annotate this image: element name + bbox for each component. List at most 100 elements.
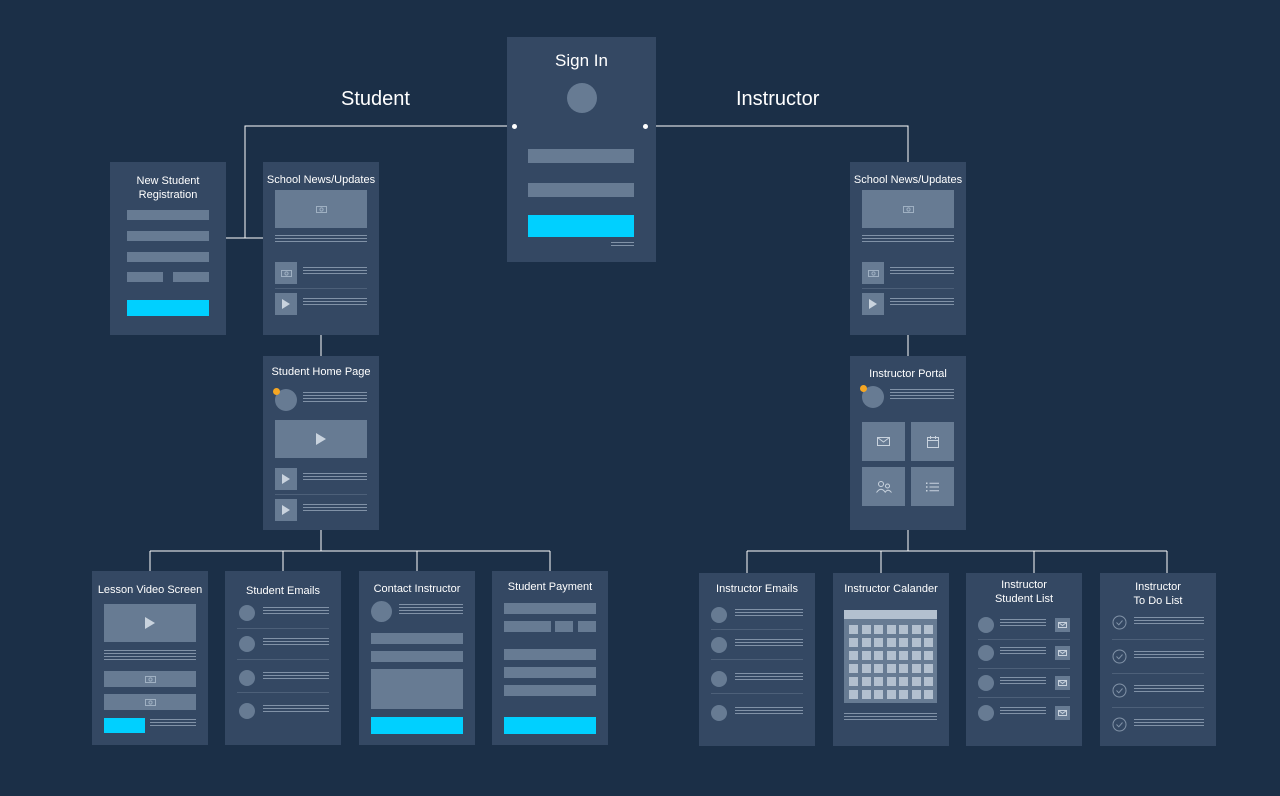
text-lines bbox=[263, 705, 329, 714]
avatar bbox=[862, 386, 884, 408]
text-lines bbox=[735, 639, 803, 648]
calendar-day-cell bbox=[899, 677, 908, 686]
calendar-day-cell bbox=[861, 638, 871, 647]
calendar-day-cell bbox=[849, 638, 858, 647]
text-lines bbox=[844, 713, 937, 722]
mail-icon bbox=[1058, 622, 1067, 628]
calendar-day-cell bbox=[886, 638, 896, 647]
divider bbox=[237, 692, 329, 693]
sign-in-screen[interactable]: Sign In bbox=[507, 37, 656, 262]
instructor-label: Instructor bbox=[736, 88, 820, 110]
instructor-calendar-screen[interactable]: Instructor Calander bbox=[833, 573, 949, 746]
text-lines bbox=[735, 673, 803, 682]
contact-instructor-screen[interactable]: Contact Instructor bbox=[359, 571, 475, 745]
avatar bbox=[711, 671, 727, 687]
mail-icon bbox=[1058, 710, 1067, 716]
mail-icon bbox=[877, 437, 890, 446]
calendar-day-cell bbox=[861, 690, 871, 699]
lesson-video-screen[interactable]: Lesson Video Screen bbox=[92, 571, 208, 745]
calendar-day-cell bbox=[911, 625, 921, 634]
play-icon bbox=[316, 433, 326, 445]
text-lines bbox=[263, 607, 329, 616]
divider bbox=[237, 659, 329, 660]
pay-button bbox=[504, 717, 596, 734]
form-field bbox=[371, 651, 463, 662]
mail-icon bbox=[1058, 680, 1067, 686]
avatar bbox=[239, 703, 255, 719]
calendar-day-cell bbox=[924, 625, 933, 634]
instructor-todo-list-screen[interactable]: Instructor To Do List bbox=[1100, 573, 1216, 746]
play-icon bbox=[145, 617, 155, 629]
calendar-day-cell bbox=[899, 651, 908, 660]
divider bbox=[275, 494, 367, 495]
calendar-day-cell bbox=[861, 651, 871, 660]
student-home-page-screen[interactable]: Student Home Page bbox=[263, 356, 379, 530]
instructor-portal-screen[interactable]: Instructor Portal bbox=[850, 356, 966, 530]
text-lines bbox=[890, 298, 954, 307]
text-lines bbox=[1000, 619, 1046, 628]
play-icon bbox=[282, 505, 290, 515]
instructor-student-list-screen[interactable]: Instructor Student List bbox=[966, 573, 1082, 746]
student-payment-screen[interactable]: Student Payment bbox=[492, 571, 608, 745]
camera-icon bbox=[902, 206, 914, 213]
text-lines bbox=[150, 719, 196, 728]
new-student-registration-screen[interactable]: New Student Registration bbox=[110, 162, 226, 335]
mail-button bbox=[1055, 646, 1070, 660]
check-circle-icon bbox=[1112, 717, 1127, 737]
instructor-emails-screen[interactable]: Instructor Emails bbox=[699, 573, 815, 746]
camera-icon bbox=[144, 699, 156, 706]
calendar-day-cell bbox=[886, 664, 896, 673]
screen-title: Instructor To Do List bbox=[1133, 581, 1183, 607]
avatar bbox=[978, 675, 994, 691]
calendar-day-cell bbox=[899, 690, 908, 699]
action-button bbox=[104, 718, 145, 733]
text-lines bbox=[1134, 651, 1204, 660]
avatar bbox=[239, 636, 255, 652]
screen-title: Student Emails bbox=[246, 585, 320, 597]
avatar bbox=[978, 705, 994, 721]
student-label: Student bbox=[341, 88, 410, 110]
avatar bbox=[371, 601, 392, 622]
message-field bbox=[371, 669, 463, 709]
screen-title: Student Payment bbox=[507, 581, 593, 593]
calendar-day-cell bbox=[911, 677, 921, 686]
camera-icon bbox=[315, 206, 327, 213]
calendar-day-cell bbox=[849, 677, 858, 686]
student-emails-screen[interactable]: Student Emails bbox=[225, 571, 341, 745]
form-field bbox=[504, 667, 596, 678]
text-lines bbox=[303, 267, 367, 276]
calendar-day-cell bbox=[886, 677, 896, 686]
calendar-header bbox=[844, 610, 937, 619]
calendar-day-cell bbox=[874, 677, 883, 686]
screen-title: Lesson Video Screen bbox=[97, 584, 203, 596]
send-button bbox=[371, 717, 463, 734]
avatar bbox=[567, 83, 597, 113]
screen-title: Contact Instructor bbox=[373, 583, 461, 595]
text-lines bbox=[303, 504, 367, 513]
calendar-day-cell bbox=[849, 651, 858, 660]
list-tile bbox=[911, 467, 954, 506]
calendar-day-cell bbox=[849, 625, 858, 634]
school-news-student-screen[interactable]: School News/Updates bbox=[263, 162, 379, 335]
school-news-instructor-screen[interactable]: School News/Updates bbox=[850, 162, 966, 335]
screen-title: School News/Updates bbox=[266, 174, 376, 186]
text-lines bbox=[263, 672, 329, 681]
calendar-day-cell bbox=[924, 651, 933, 660]
calendar-day-cell bbox=[924, 690, 933, 699]
text-lines bbox=[890, 389, 954, 401]
text-lines bbox=[890, 267, 954, 276]
mail-button bbox=[1055, 618, 1070, 632]
avatar bbox=[275, 389, 297, 411]
mail-button bbox=[1055, 706, 1070, 720]
dropdown bbox=[173, 272, 209, 282]
divider bbox=[711, 659, 803, 660]
avatar bbox=[978, 617, 994, 633]
thumb-photo bbox=[862, 262, 884, 284]
image-placeholder bbox=[862, 190, 954, 228]
thumb-video bbox=[862, 293, 884, 315]
text-lines bbox=[303, 473, 367, 482]
divider bbox=[711, 693, 803, 694]
calendar-day-cell bbox=[861, 625, 871, 634]
avatar bbox=[239, 605, 255, 621]
form-field bbox=[555, 621, 573, 632]
